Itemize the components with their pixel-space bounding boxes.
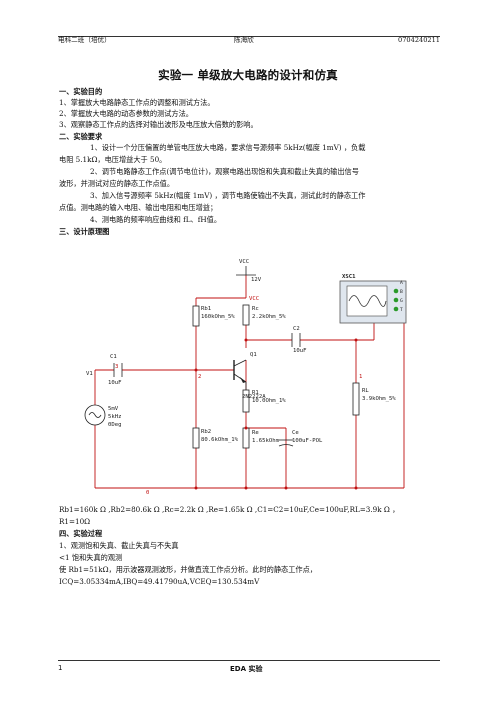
signal-source-v1 (84, 404, 106, 426)
requirement-4: 4、测电路的频率响应曲线和 fL、fH值。 (90, 215, 222, 224)
header-author: 陈海欣 (234, 36, 254, 44)
objective-item-3: 3、观察静态工作点的选择对输出波形及电压放大倍数的影响。 (59, 120, 258, 129)
r1-value: 10.0Ohm_1% (252, 398, 286, 404)
procedure-text-b: ICQ=3.05334mA,IBQ=49.41790uA,VCEQ=130.53… (59, 577, 260, 586)
procedure-step-1: 1、观测饱和失真、截止失真与不失真 (59, 541, 179, 550)
c2-name: C2 (293, 326, 300, 332)
section-heading-schematic: 三、设计原理图 (59, 227, 110, 236)
requirement-1b: 电阻 5.1kΩ，电压增益大于 50。 (59, 155, 167, 164)
re-resistor (242, 427, 250, 449)
node-vcc: VCC (249, 296, 259, 302)
ce-name: Ce (292, 430, 299, 436)
header-student-id: 0704240211 (398, 36, 440, 44)
vcc-value: 12V (251, 277, 262, 283)
rb1-value: 160kOhm_5% (201, 314, 235, 320)
rb2-value: 80.6kOhm_1% (201, 437, 239, 443)
scope-terminal-g: G (400, 298, 403, 304)
node-1: 1 (359, 374, 362, 380)
rc-name: Rc (252, 306, 259, 312)
requirement-3b: 点值。测电路的输入电阻、输出电阻和电压增益； (59, 203, 218, 212)
oscilloscope-label: XSC1 (342, 274, 356, 280)
requirement-3a: 3、加入信号源频率 5kHz(幅度 1mV) ，调节电路使输出不失真，测试此时的… (90, 191, 366, 200)
scope-terminal-t: T (400, 307, 403, 313)
rb2-name: Rb2 (201, 429, 211, 435)
ce-plate-bottom (278, 444, 294, 447)
re-value: 1.65kOhm (252, 438, 280, 444)
requirement-2a: 2、调节电路静态工作点(调节电位计)，观察电路出现饱和失真和截止失真的输出信号 (90, 167, 359, 176)
component-values-line-1: Rb1=160k Ω ,Rb2=80.6k Ω ,Rc=2.2k Ω ,Re=1… (59, 505, 400, 514)
rc-value: 2.2kOhm_5% (252, 314, 286, 320)
document-title: 实验一 单级放大电路的设计和仿真 (158, 68, 338, 82)
header-class: 电科二班（培优） (58, 36, 111, 44)
oscilloscope-xsc1 (339, 280, 407, 324)
node-2: 2 (198, 374, 201, 380)
procedure-step-saturation: <1 饱和失真的观测 (59, 553, 123, 562)
section-heading-procedure: 四、实验过程 (59, 529, 103, 538)
rl-value: 3.9kOhm_5% (362, 396, 396, 402)
q1-emitter-arrow (240, 377, 246, 383)
footer-course-name: EDA 实验 (230, 665, 263, 673)
c2-value: 10uF (293, 348, 307, 354)
section-heading-objectives: 一、实验目的 (59, 87, 103, 96)
section-heading-requirements: 二、实验要求 (59, 132, 103, 141)
rb1-resistor (192, 305, 200, 327)
sine-wave-icon (88, 412, 102, 418)
scope-terminal-a: A (400, 280, 403, 286)
page-header: 电科二班（培优） 陈海欣 0704240211 (58, 36, 440, 44)
c1-value: 10uF (108, 380, 122, 386)
scope-terminal-b: B (400, 289, 403, 295)
v1-phase: 0Deg (108, 422, 121, 428)
rc-resistor (242, 304, 250, 326)
objective-item-1: 1、掌握放大电路静态工作点的调整和测试方法。 (59, 98, 215, 107)
rb1-name: Rb1 (201, 306, 211, 312)
objective-item-2: 2、掌握放大电路的动态参数的测试方法。 (59, 109, 193, 118)
q1-collector-lead (233, 359, 247, 367)
requirement-2b: 波形，并测试对应的静态工作点值。 (59, 179, 175, 188)
rl-name: RL (362, 388, 369, 394)
v1-amplitude: 5mV (108, 406, 119, 412)
c1-name: C1 (110, 354, 117, 360)
v1-name: V1 (86, 371, 93, 377)
vcc-label: VCC (239, 259, 249, 265)
page-footer: 1 EDA 实验 (58, 660, 440, 673)
rl-resistor (352, 382, 360, 416)
node-3: 3 (115, 364, 118, 370)
requirement-1a: 1、设计一个分压偏置的单管电压放大电路，要求信号源频率 5kHz(幅度 1mV)… (90, 143, 366, 152)
page-number: 1 (58, 664, 63, 672)
v1-frequency: 5kHz (108, 414, 121, 420)
q1-model: 2N2222A (242, 394, 266, 400)
re-name: Re (252, 430, 259, 436)
component-values-line-2: R1=10Ω (59, 517, 91, 526)
q1-name: Q1 (250, 352, 257, 358)
rb2-resistor (192, 427, 200, 449)
node-0: 0 (146, 490, 149, 496)
procedure-text-a: 使 Rb1=51kΩ，用示波器观测波形，并做直流工作点分析。此时的静态工作点， (59, 565, 317, 574)
ce-value: 100uF-POL (292, 438, 323, 444)
r1-name: R1 (252, 390, 259, 396)
